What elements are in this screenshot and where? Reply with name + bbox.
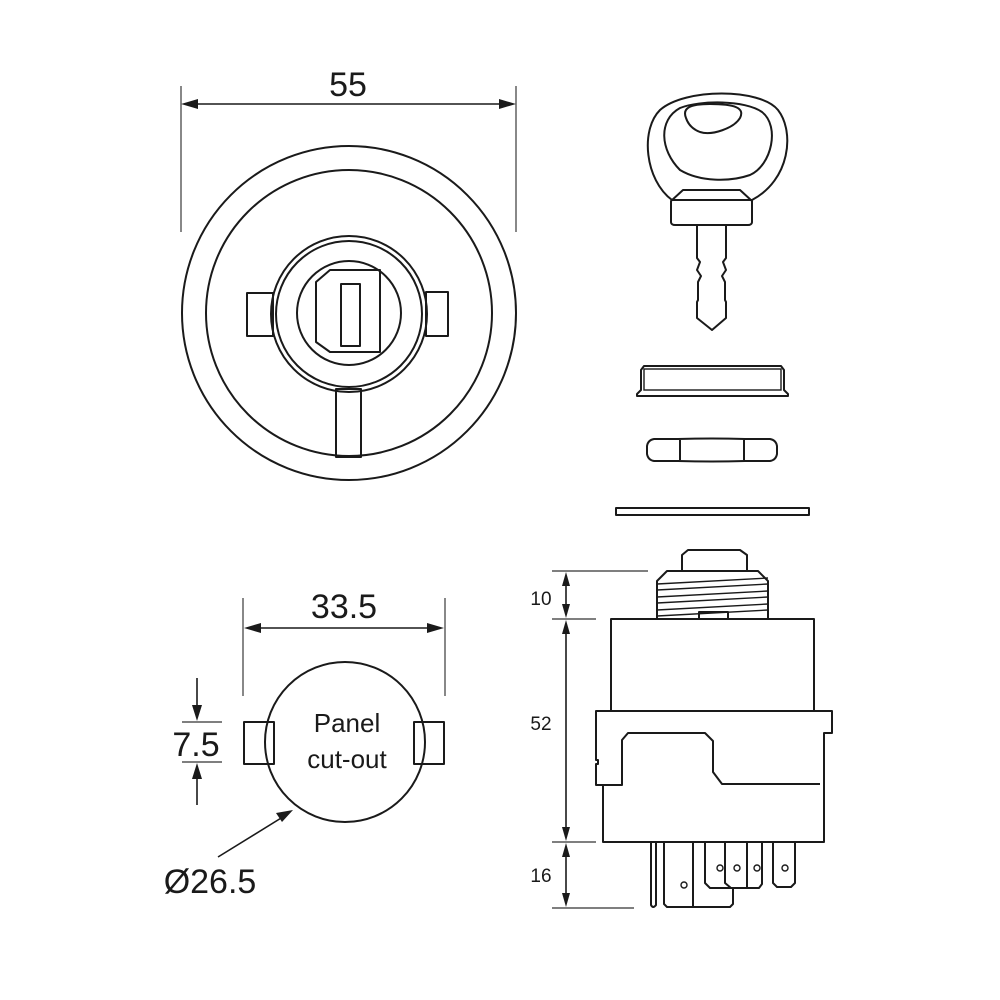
dimension-label-33-5: 33.5 (311, 588, 377, 626)
arrow-right-icon (499, 99, 516, 109)
arrow-up-icon (562, 620, 570, 634)
outer-bezel-ring (181, 145, 517, 481)
leader-arrow-icon (276, 810, 293, 822)
terminal-hole-3 (733, 864, 741, 872)
terminal-5 (772, 842, 796, 888)
bezel-cap-inner (643, 368, 782, 391)
arrow-right-icon (427, 623, 444, 633)
key-head-inner (663, 101, 773, 181)
cutout-label-line1: Panel (314, 708, 381, 738)
key-collar (670, 189, 753, 226)
thread-lines (656, 577, 769, 617)
arrow-up-icon (562, 843, 570, 857)
panel-cutout: 33.5 Panel cut-out 7.5 Ø26.5 (164, 588, 446, 901)
arrow-down-icon (562, 604, 570, 618)
key-hole-icon (684, 103, 743, 134)
cylinder-inner-ring (275, 240, 423, 388)
cutout-label-line2: cut-out (307, 744, 387, 774)
terminal-1 (650, 842, 657, 908)
hex-nut-outline (646, 437, 778, 463)
key-slot (340, 283, 361, 347)
arrow-down-icon (192, 705, 202, 721)
left-lug (246, 292, 274, 337)
terminal-hole-2 (716, 864, 724, 872)
terminal-hole-1 (680, 881, 688, 889)
dimension-label-55: 55 (329, 66, 367, 104)
inner-bezel-ring (205, 169, 493, 457)
arrow-down-icon (562, 893, 570, 907)
lower-body (595, 710, 833, 843)
terminal-2 (663, 842, 734, 908)
upper-body (610, 618, 815, 712)
terminal-hole-5 (781, 864, 789, 872)
arrow-up-icon (562, 572, 570, 586)
front-view: 55 (180, 66, 517, 481)
key-head-outer (646, 92, 789, 201)
dimension-label-52: 52 (530, 714, 551, 735)
diameter-leader-line (217, 814, 287, 858)
plug-circle (296, 260, 402, 366)
key-blade (696, 225, 727, 331)
dimension-label-10: 10 (530, 589, 551, 610)
thread-barrel (656, 570, 769, 619)
washer (615, 507, 810, 516)
keyway-outline (315, 269, 381, 353)
key (646, 92, 789, 331)
side-view: 10 52 16 (530, 549, 833, 909)
dimension-label-16: 16 (530, 866, 551, 887)
lower-stem (335, 388, 362, 458)
arrow-left-icon (244, 623, 261, 633)
dimension-label-7-5: 7.5 (172, 726, 219, 764)
terminal-hole-4 (753, 864, 761, 872)
side-knob-top (681, 549, 748, 571)
arrow-left-icon (181, 99, 198, 109)
cutout-tab-left (243, 721, 275, 765)
terminal-3 (704, 842, 740, 889)
arrow-down-icon (562, 827, 570, 841)
cutout-circle (264, 661, 426, 823)
bezel-cap-outline (636, 365, 789, 397)
terminals (650, 842, 796, 908)
hex-nut (646, 437, 778, 463)
body-step-detail (603, 732, 820, 786)
cylinder-outer-ring (270, 235, 428, 393)
cutout-tab-right (413, 721, 445, 765)
bezel-cap (636, 365, 789, 397)
right-lug (425, 291, 449, 337)
arrow-up-icon (192, 763, 202, 779)
terminal-4 (724, 842, 763, 889)
dimension-label-diameter: Ø26.5 (164, 863, 257, 901)
